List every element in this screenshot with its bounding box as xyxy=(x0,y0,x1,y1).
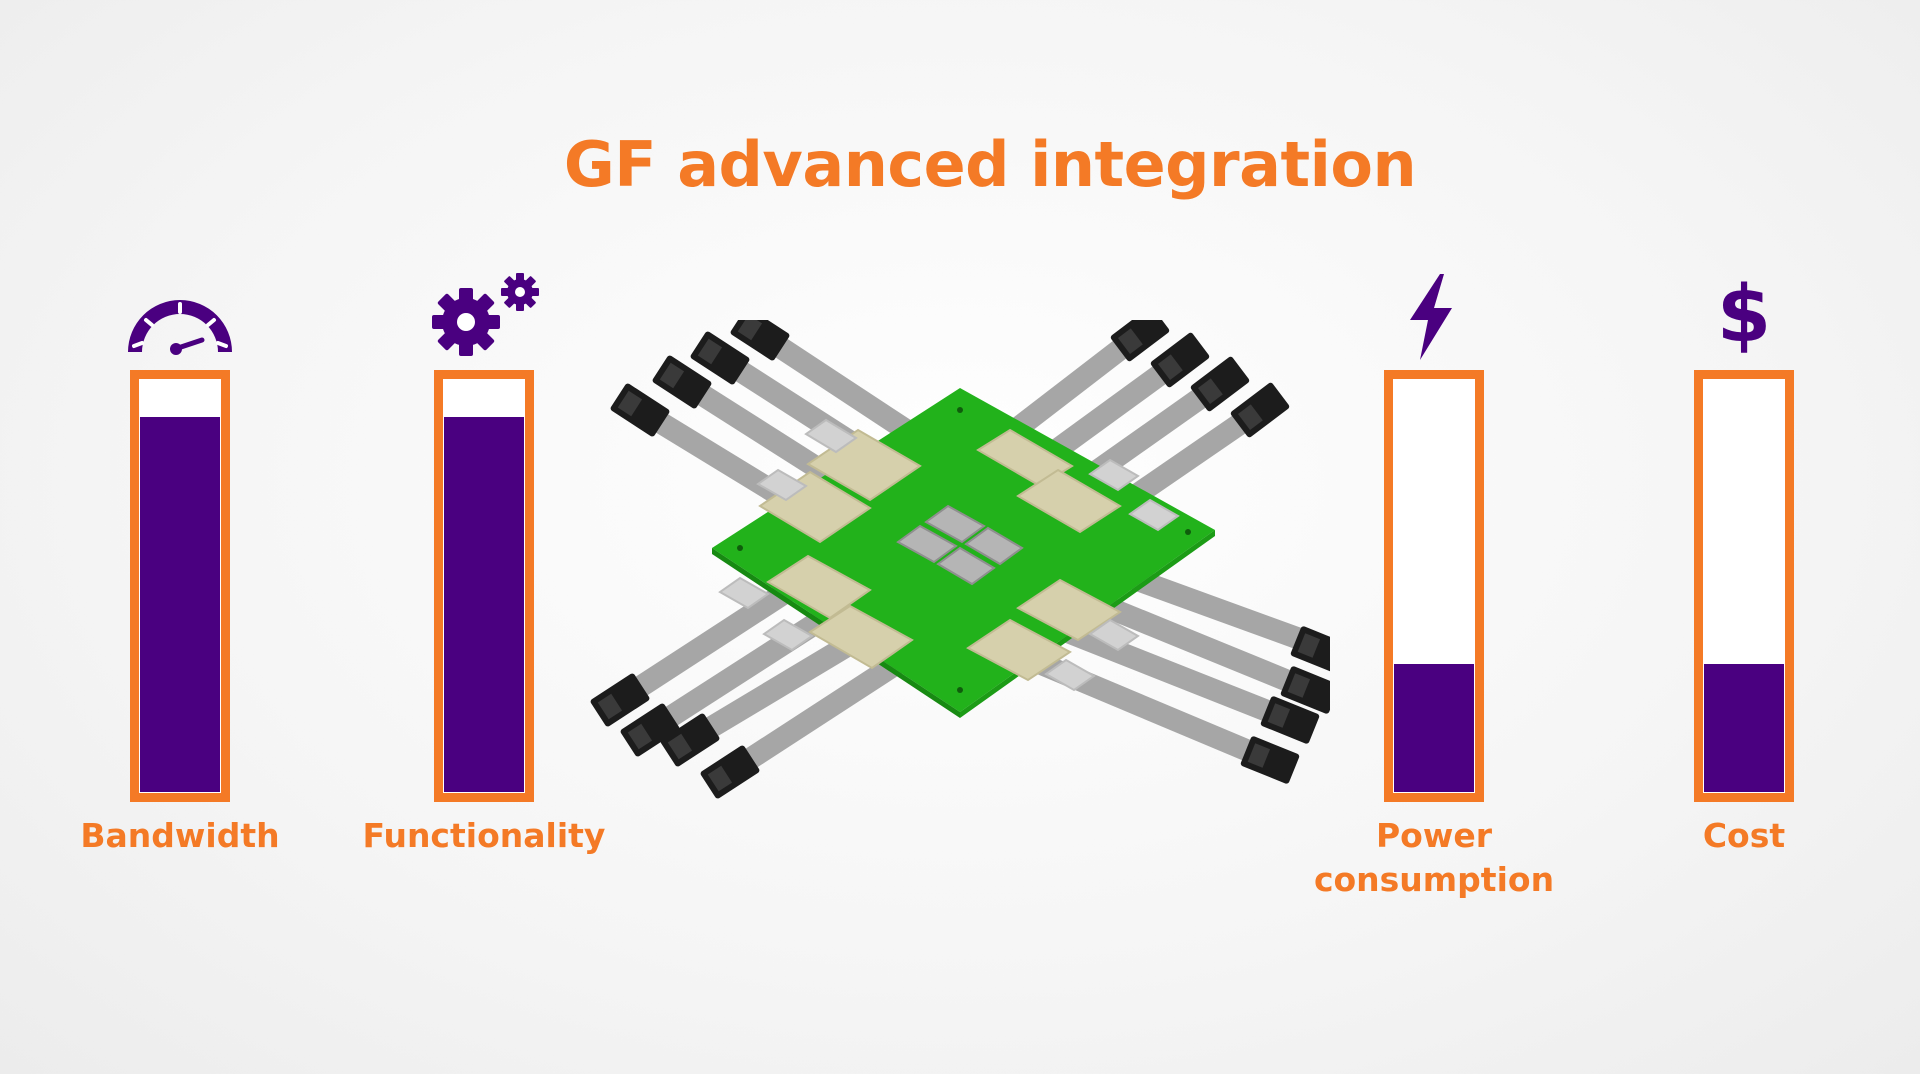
meter-fill xyxy=(140,417,220,792)
gears-icon xyxy=(432,273,539,356)
cost-meter xyxy=(1694,370,1794,802)
speedometer-icon xyxy=(128,300,232,355)
functionality-label: Functionality xyxy=(362,816,606,855)
cost-label: Cost xyxy=(1702,816,1786,855)
dollar-sign-icon: $ xyxy=(1716,270,1772,360)
page-title: GF advanced integration xyxy=(563,128,1417,201)
meter-fill xyxy=(444,417,524,792)
meter-fill xyxy=(1704,664,1784,792)
chip-package-illustration xyxy=(590,320,1330,800)
bandwidth-meter xyxy=(130,370,230,802)
lightning-bolt-icon xyxy=(1410,274,1452,360)
functionality-meter xyxy=(434,370,534,802)
meter-fill xyxy=(1394,664,1474,792)
bandwidth-label: Bandwidth xyxy=(80,816,280,855)
power-consumption-meter xyxy=(1384,370,1484,802)
power-consumption-label: Power consumption xyxy=(1313,816,1555,899)
